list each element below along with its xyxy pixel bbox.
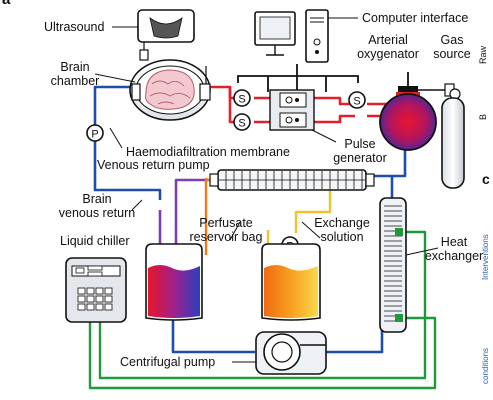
chiller-key [104, 303, 113, 311]
svg-text:P: P [91, 129, 98, 141]
coolant-tubing [88, 230, 437, 390]
computer-interface-label: Computer interface [362, 11, 468, 25]
pressure-sensor-3: S [348, 91, 366, 109]
svg-text:Interventions: Interventions [481, 234, 490, 280]
venous-tubing [93, 85, 407, 354]
exchange-solution-label-1: Exchange [314, 216, 370, 230]
ultrasound-probe-icon [137, 9, 195, 61]
brain-venous-return-label-2: venous return [59, 206, 135, 220]
heat-exchanger-label-2: exchanger [425, 249, 483, 263]
chiller-key [86, 303, 95, 311]
pressure-sensor-2: S [233, 113, 251, 131]
centrifugal-pump-icon [255, 331, 327, 375]
computer-icon [254, 9, 329, 63]
brain-venous-return-label-1: Brain [82, 192, 111, 206]
perfusate-reservoir-label-1: Perfusate [199, 216, 253, 230]
pulse-generator [269, 89, 315, 131]
venous-return-pump-label: Venous return pump [97, 158, 210, 172]
heat-exchanger-label-1: Heat [441, 235, 468, 249]
chiller-key [77, 295, 86, 303]
chiller-key [77, 303, 86, 311]
svg-text:S: S [238, 94, 245, 106]
brain-icon [145, 69, 195, 110]
haemodiafiltration-membrane [209, 169, 375, 191]
panel-letter: a [2, 0, 11, 8]
svg-text:S: S [353, 96, 360, 108]
label-leader-lines [94, 73, 321, 241]
liquid-chiller-label: Liquid chiller [60, 234, 129, 248]
pulse-generator-label-1: Pulse [344, 137, 375, 151]
chiller-key [86, 295, 95, 303]
svg-text:c: c [482, 171, 490, 187]
pulse-generator-label-2: generator [333, 151, 387, 165]
svg-text:B: B [478, 114, 488, 120]
haemodiafiltration-membrane-label: Haemodiafiltration membrane [126, 145, 290, 159]
exchange-solution-bag [261, 243, 321, 321]
svg-text:S: S [238, 118, 245, 130]
venous-return-pump-icon: P [86, 124, 104, 142]
arterial-oxygenator-label-1: Arterial [368, 33, 408, 47]
oxygenator-icon [379, 86, 445, 151]
gas-source-label-1: Gas [441, 33, 464, 47]
gas-source-label-2: source [433, 47, 471, 61]
brain-chamber-label-2: chamber [51, 74, 100, 88]
reservoir-bag-icon [145, 243, 203, 321]
brain-chamber-label-1: Brain [60, 60, 89, 74]
chiller-key [95, 303, 104, 311]
ultrasound-label: Ultrasound [44, 20, 104, 34]
gas-cylinder-icon [441, 83, 465, 189]
chiller-key [104, 295, 113, 303]
right-edge-fragments: Raw B c Interventions conditions [478, 45, 490, 384]
svg-text:conditions: conditions [481, 348, 490, 384]
black-control-lines [237, 64, 409, 92]
brain-chamber [129, 59, 211, 121]
centrifugal-pump-label: Centrifugal pump [120, 355, 215, 369]
chiller-key [77, 287, 86, 295]
heat-exchanger-icon [379, 197, 407, 333]
chiller-icon [65, 257, 127, 323]
perfusate-reservoir-label-2: reservoir bag [190, 230, 263, 244]
chiller-key [95, 287, 104, 295]
svg-text:Raw: Raw [478, 45, 488, 64]
pressure-sensor-1: S [233, 89, 251, 107]
chiller-key [86, 287, 95, 295]
chiller-key [104, 287, 113, 295]
chiller-key [95, 295, 104, 303]
arterial-oxygenator-label-2: oxygenator [357, 47, 419, 61]
exchange-solution-label-2: solution [320, 230, 363, 244]
